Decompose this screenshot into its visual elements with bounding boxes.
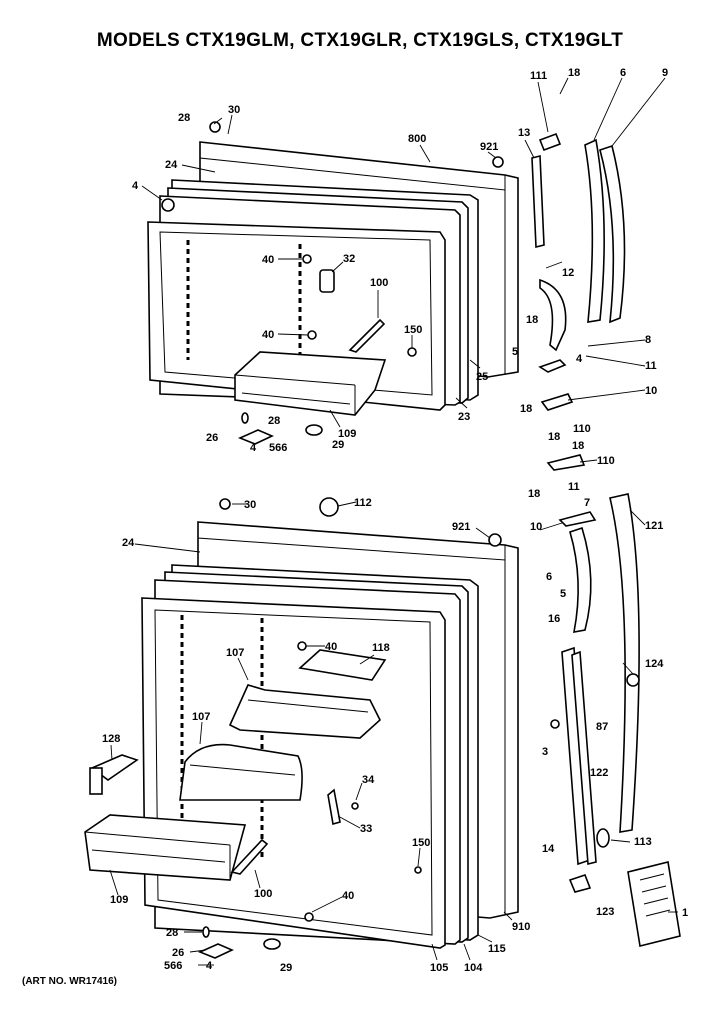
callout-label: 25 (476, 371, 488, 383)
callout-label: 150 (412, 837, 430, 849)
callout-label: 11 (645, 360, 657, 372)
callout-label: 4 (132, 180, 139, 192)
lower-handle (569, 526, 592, 633)
callout-label: 26 (206, 432, 218, 444)
freezer-shelf (234, 351, 387, 416)
callout-label: 150 (404, 324, 422, 336)
callout-label: 8 (645, 334, 651, 346)
callout-label: 107 (192, 711, 210, 723)
bottom-door-shelf (84, 814, 247, 881)
callout-label: 16 (548, 613, 560, 625)
callout-label: 32 (343, 253, 355, 265)
callout-label: 10 (645, 385, 657, 397)
callout-label: 100 (254, 888, 272, 900)
callout-label: 124 (645, 658, 664, 670)
callout-label: 104 (464, 962, 483, 974)
diagram-title: MODELS CTX19GLM, CTX19GLR, CTX19GLS, CTX… (96, 30, 624, 51)
callout-label: 14 (542, 843, 555, 855)
callout-label: 112 (354, 497, 372, 509)
upper-door-shelf (228, 684, 381, 739)
callout-label: 18 (572, 440, 584, 452)
callout-label: 18 (520, 403, 532, 415)
callout-label: 40 (342, 890, 354, 902)
callout-label: 6 (620, 67, 626, 79)
callout-label: 566 (164, 960, 182, 972)
callout-label: 40 (262, 254, 274, 266)
fresh-food-door-assembly (84, 497, 519, 959)
callout-label: 4 (250, 442, 257, 454)
leader-lines (109, 77, 678, 966)
callout-label: 18 (548, 431, 560, 443)
callout-label: 800 (408, 133, 426, 145)
callout-label: 40 (325, 641, 337, 653)
callout-label: 40 (262, 329, 274, 341)
callout-label: 30 (228, 104, 240, 116)
upper-handle-trim (599, 144, 626, 324)
callout-label: 10 (530, 521, 542, 533)
callout-label: 115 (488, 943, 506, 955)
callout-label: 110 (597, 455, 615, 467)
callout-label: 921 (452, 521, 470, 533)
callout-label: 18 (528, 488, 540, 500)
callout-label: 13 (518, 127, 530, 139)
callout-label: 18 (568, 67, 580, 79)
callout-label: 12 (562, 267, 574, 279)
callout-label: 4 (576, 353, 583, 365)
callout-label: 566 (269, 442, 287, 454)
callout-label: 30 (244, 499, 256, 511)
callout-label: 33 (360, 823, 372, 835)
callout-label: 128 (102, 733, 120, 745)
callout-label: 105 (430, 962, 448, 974)
callout-label: 34 (362, 774, 375, 786)
callout-label: 107 (226, 647, 244, 659)
callout-label: 18 (526, 314, 538, 326)
callout-label: 122 (590, 767, 608, 779)
callout-label: 910 (512, 921, 530, 933)
hinge-and-handle-parts (531, 132, 681, 947)
callout-label: 24 (122, 537, 135, 549)
callout-label: 28 (166, 927, 178, 939)
upper-handle (584, 138, 605, 323)
callout-labels: 28 30 800 921 24 4 40 32 40 100 150 109 … (102, 67, 688, 974)
callout-label: 28 (178, 112, 190, 124)
art-number: (ART NO. WR17416) (22, 976, 118, 987)
callout-label: 100 (370, 277, 388, 289)
callout-label: 5 (512, 346, 518, 358)
callout-label: 24 (165, 159, 178, 171)
callout-label: 23 (458, 411, 470, 423)
callout-label: 1 (682, 907, 688, 919)
callout-label: 7 (584, 497, 590, 509)
callout-label: 123 (596, 906, 614, 918)
callout-label: 121 (645, 520, 663, 532)
callout-label: 118 (372, 642, 390, 654)
callout-label: 3 (542, 746, 548, 758)
callout-label: 26 (172, 947, 184, 959)
lower-handle-trim (609, 493, 640, 833)
callout-label: 11 (568, 481, 580, 493)
callout-label: 109 (338, 428, 356, 440)
callout-label: 28 (268, 415, 280, 427)
freezer-door-assembly (147, 121, 519, 445)
callout-label: 29 (280, 962, 292, 974)
callout-label: 110 (573, 423, 591, 435)
callout-label: 29 (332, 439, 344, 451)
callout-label: 9 (662, 67, 668, 79)
dairy-compartment (179, 743, 303, 801)
callout-label: 87 (596, 721, 608, 733)
callout-label: 109 (110, 894, 128, 906)
callout-label: 6 (546, 571, 552, 583)
callout-label: 4 (206, 960, 213, 972)
callout-label: 113 (634, 836, 652, 848)
callout-label: 111 (530, 70, 547, 82)
instruction-booklet (627, 861, 681, 947)
callout-label: 5 (560, 588, 566, 600)
callout-label: 921 (480, 141, 498, 153)
